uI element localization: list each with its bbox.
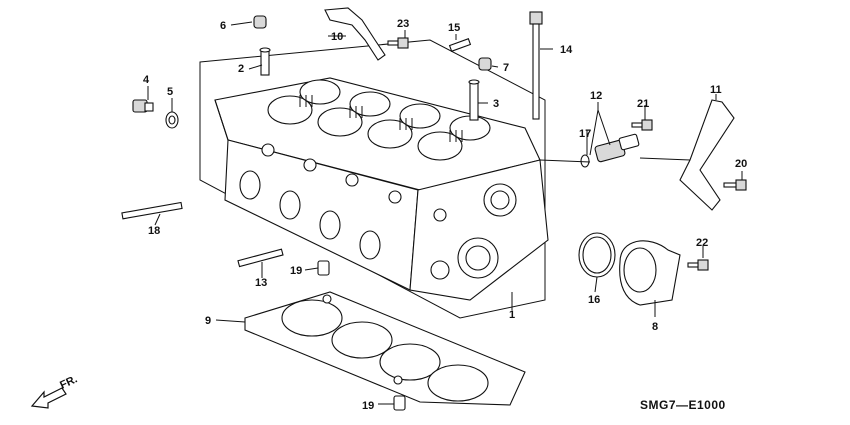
label-part-7: 7	[503, 62, 509, 74]
bolt-14	[529, 11, 543, 120]
cylinder-head	[214, 77, 549, 301]
stud-13	[237, 248, 284, 268]
head-bolt-holes	[261, 143, 447, 222]
label-part-4: 4	[143, 74, 150, 86]
label-part-13: 13	[255, 277, 267, 289]
stud-15	[448, 38, 472, 52]
label-part-1: 1	[509, 309, 515, 321]
bolt-20	[723, 179, 747, 191]
water-outlet-8	[619, 240, 681, 306]
o-ring-17	[580, 154, 590, 168]
front-arrow-icon	[30, 387, 67, 409]
label-part-10: 10	[331, 31, 343, 43]
plug-4	[132, 99, 154, 113]
label-part-22: 22	[696, 237, 708, 249]
dowel-19-upper	[317, 260, 330, 276]
label-part-21: 21	[637, 98, 649, 110]
head-gasket	[244, 291, 526, 406]
seal-6	[253, 15, 267, 29]
reference-box	[199, 39, 546, 319]
front-direction-marker: FR.	[30, 373, 79, 409]
label-part-20: 20	[735, 158, 747, 170]
label-part-8: 8	[652, 321, 658, 333]
label-part-19-lower: 19	[362, 400, 374, 412]
bolt-21	[631, 119, 653, 131]
valve-springs	[299, 95, 463, 142]
bolt-22	[687, 259, 709, 271]
leader-lines	[147, 21, 743, 405]
label-part-5: 5	[167, 86, 173, 98]
valve-guide-3	[468, 79, 480, 121]
label-part-9: 9	[205, 315, 211, 327]
label-part-12: 12	[590, 90, 602, 102]
camshaft-journals	[267, 79, 491, 161]
label-part-6: 6	[220, 20, 226, 32]
stud-18	[121, 201, 183, 220]
label-part-16: 16	[588, 294, 600, 306]
bracket-11	[679, 99, 735, 211]
label-part-2: 2	[238, 63, 244, 75]
bolt-23	[387, 37, 409, 49]
bracket-10	[324, 7, 386, 61]
label-part-11: 11	[710, 84, 722, 96]
valve-guide-2	[259, 47, 271, 76]
dowel-19-lower	[393, 395, 406, 411]
gasket-16	[578, 232, 616, 278]
front-label: FR.	[58, 373, 79, 391]
label-part-18: 18	[148, 225, 160, 237]
seal-7	[478, 57, 492, 71]
label-part-3: 3	[493, 98, 499, 110]
label-part-19-upper: 19	[290, 265, 302, 277]
label-part-14: 14	[560, 44, 573, 56]
part-labels: 6 2 4 5 10 23 15 14 7 3 12 21 17 11 20 2…	[143, 18, 747, 412]
sensor-12	[594, 133, 640, 163]
washer-5	[165, 111, 179, 129]
ports	[239, 170, 381, 260]
label-part-15: 15	[448, 22, 460, 34]
label-part-23: 23	[397, 18, 409, 30]
label-part-17: 17	[579, 128, 591, 140]
diagram-code: SMG7—E1000	[640, 398, 726, 412]
front-bosses	[430, 183, 517, 280]
